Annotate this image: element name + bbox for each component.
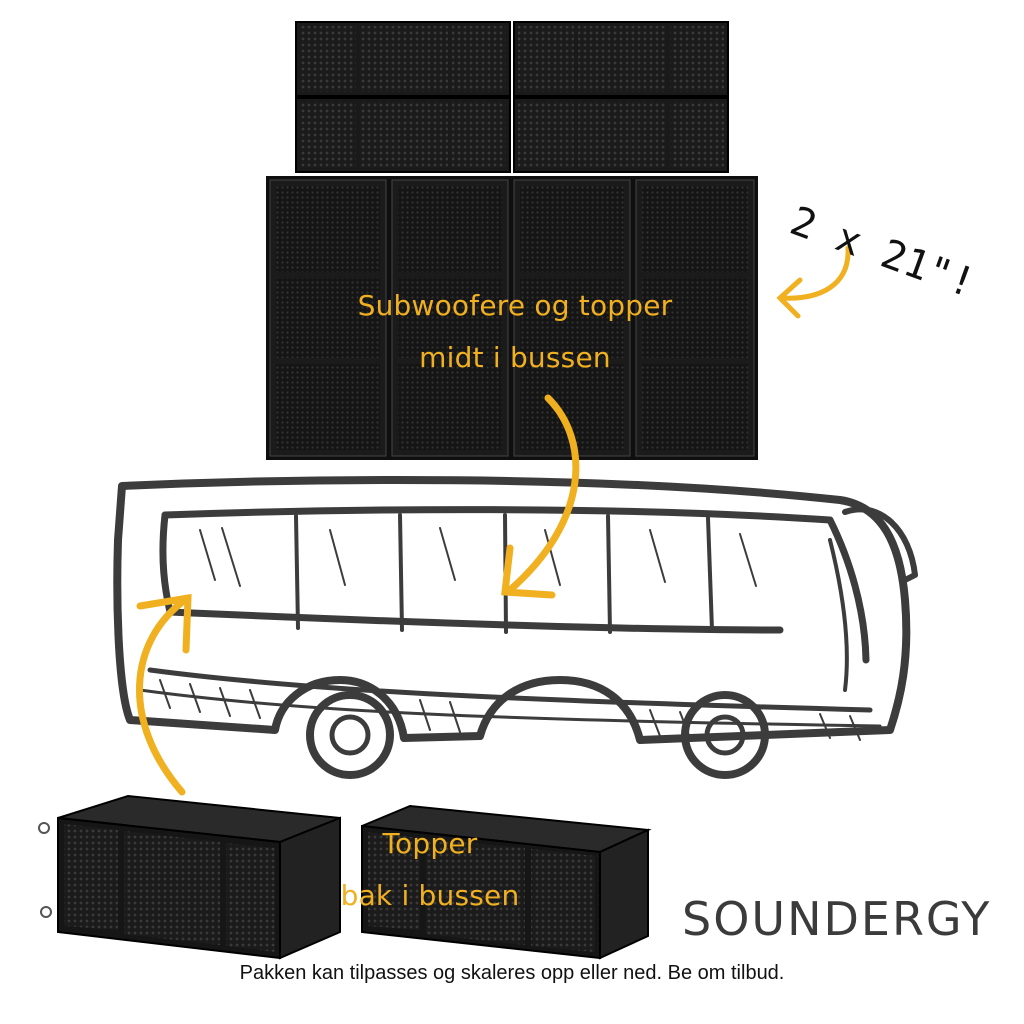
subwoofer-stack (266, 176, 758, 460)
rear-label-line2: bak i bussen (340, 879, 520, 912)
subwoofer-cabinet-icon (513, 179, 631, 457)
curved-arrow-icon (501, 394, 580, 599)
subwoofer-cabinet-icon (269, 179, 387, 457)
rear-speaker-left (38, 794, 341, 960)
middle-label-line1: Subwoofere og topper (357, 289, 673, 322)
footer-text: Pakken kan tilpasses og skaleres opp ell… (239, 962, 785, 984)
subwoofer-cabinet-icon (391, 179, 509, 457)
rear-speaker-right (361, 804, 652, 960)
top-speaker-stack (295, 21, 729, 173)
bus-sketch-icon (113, 475, 918, 779)
rear-placement-label: Topper bak i bussen (330, 818, 530, 922)
middle-placement-label: Subwoofere og topper midt i bussen (300, 280, 730, 384)
subwoofer-cabinet-icon (635, 179, 755, 457)
line-array-speaker-icon (513, 21, 729, 97)
rear-label-line1: Topper (382, 827, 478, 860)
curved-arrow-icon (136, 593, 192, 796)
line-array-speaker-icon (513, 97, 729, 173)
middle-label-line2: midt i bussen (419, 341, 611, 374)
brand-logo: SOUNDERGY (682, 892, 992, 946)
curved-arrow-icon (776, 245, 851, 319)
line-array-speaker-icon (295, 21, 511, 97)
line-array-speaker-icon (295, 97, 511, 173)
